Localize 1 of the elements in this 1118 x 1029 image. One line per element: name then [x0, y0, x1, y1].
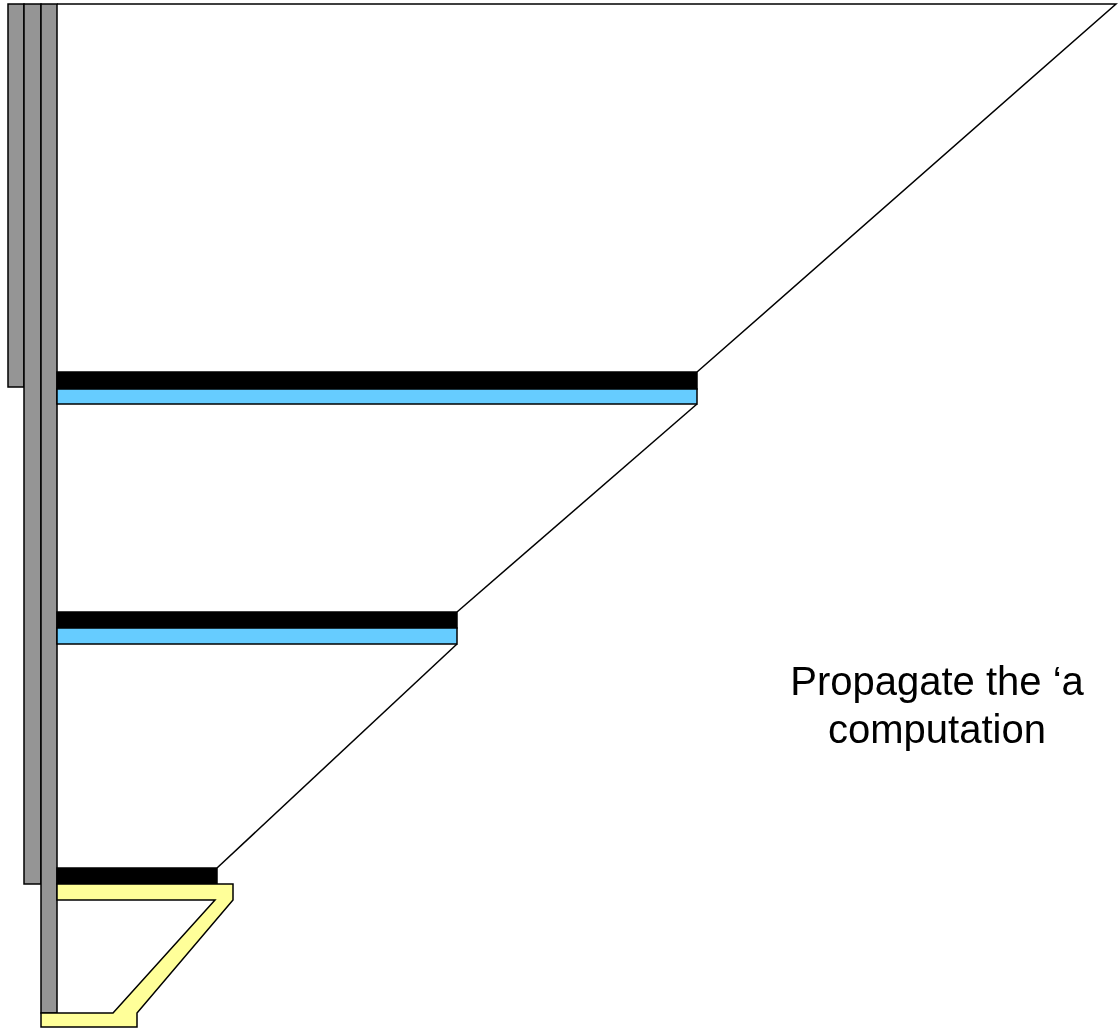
- annotation-text: Propagate the ‘a computation: [789, 658, 1085, 753]
